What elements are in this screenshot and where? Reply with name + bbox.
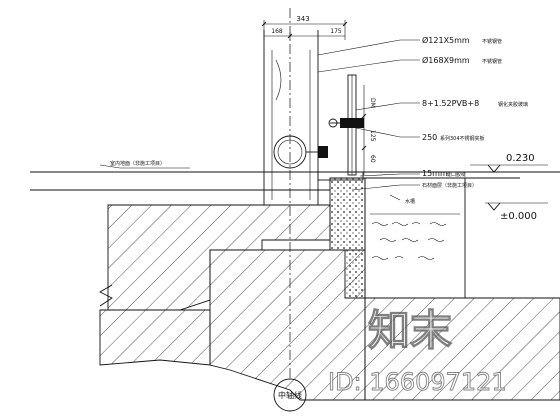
callout-pipe1-note: 不锈钢管 [482,38,502,45]
break-line [99,284,113,307]
dim-left: 168 [271,28,283,35]
callout-seam: 15mm [422,169,448,178]
post [263,30,319,205]
level-marker-lower [485,202,548,211]
callout-leaders [99,39,420,201]
dim-total: 343 [296,15,309,23]
callout-clamp-note: 系列304不锈钢夹板 [440,135,485,142]
handrail-pipe [273,135,328,169]
callout-glass-note: 钢化夹胶玻璃 [498,101,528,108]
dim-dm: DM [369,98,376,108]
watermark-brand: 知末 [368,306,452,355]
slab-lower-left [99,309,211,366]
dim-125: 125 [369,130,376,142]
dim-60: 60 [369,155,376,163]
callout-pipe2: Ø168X9mm [422,55,470,65]
callout-glass: 8+1.52PVB+8 [422,99,479,108]
callout-pipe1: Ø121X5mm [422,35,470,45]
level-upper: 0.230 [506,153,535,164]
callout-floor: 室内地面（非施工项目） [110,160,165,167]
callout-seam-note: 缝口胶缝 [446,171,466,178]
axis-bubble [273,378,307,412]
callout-pipe2-note: 不锈钢管 [482,58,502,65]
dim-right: 175 [330,28,342,35]
dimension-vertical [361,85,367,175]
base-right-mass [364,297,560,401]
callout-clamp: 250 [422,133,437,142]
watermark-id: ID: 166097121 [328,368,507,396]
axis-label: 中轴线 [278,390,302,400]
callout-stone: 石材面层（非施工项目） [422,182,477,189]
callout-water: 水槽 [405,198,415,205]
water-channel [364,177,466,299]
level-marker-upper [470,164,548,173]
level-lower: ±0.000 [500,211,537,222]
floor-lines [30,171,560,191]
glass-panel [328,74,364,176]
dimension-top [261,20,348,40]
